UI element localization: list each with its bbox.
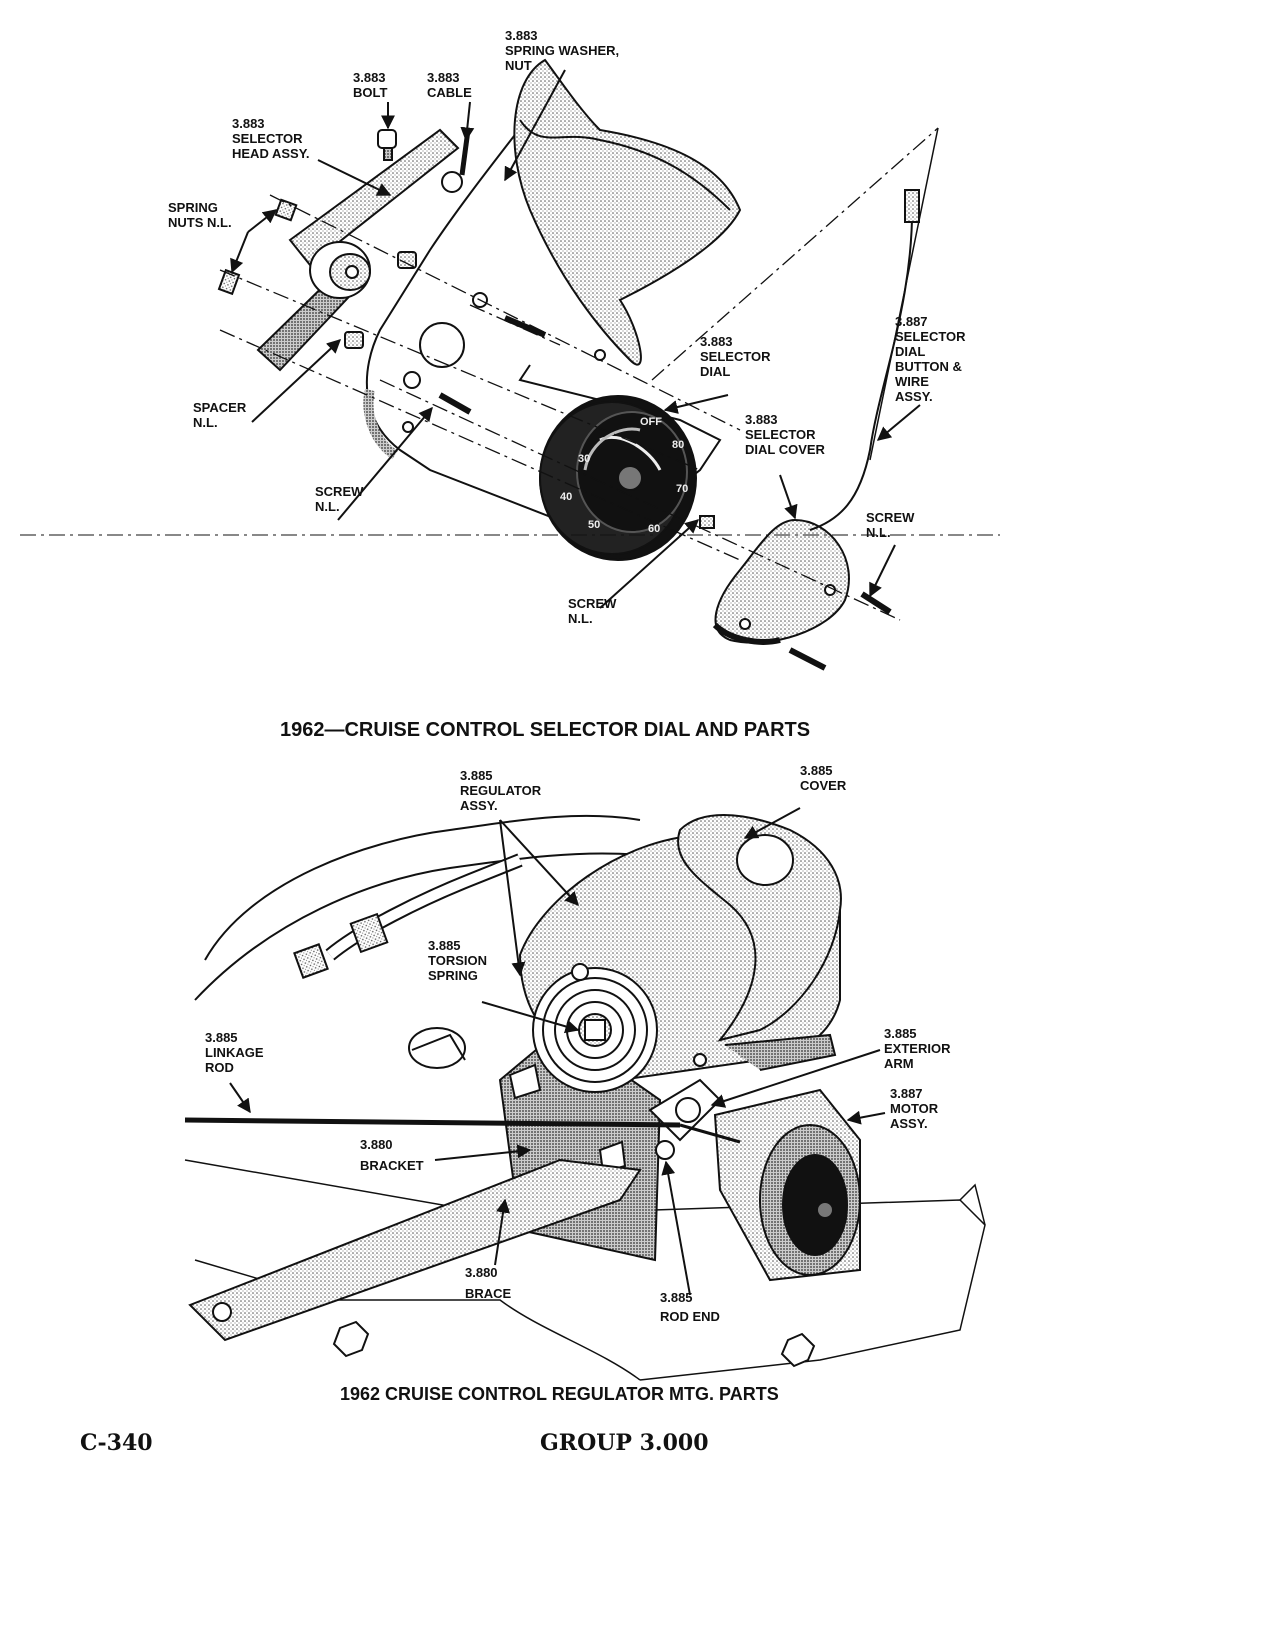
leader-brace [494, 1198, 511, 1266]
panel-hole [419, 322, 465, 368]
selector-dial-knob [539, 395, 697, 561]
regulator-brace [188, 1158, 642, 1342]
leader-regulator-a [499, 819, 579, 907]
selector-head-assy [288, 128, 460, 267]
figure1-caption: 1962—CRUISE CONTROL SELECTOR DIAL AND PA… [280, 719, 811, 741]
motor-assy [713, 1088, 861, 1282]
leader-motor [846, 1110, 886, 1125]
leader-cover [743, 807, 801, 839]
screw-cover-bottom [788, 647, 827, 671]
selector-button [904, 189, 920, 223]
torsion-spring [532, 967, 658, 1093]
spacer-upper [397, 251, 417, 269]
dial-mark: OFF [640, 416, 662, 428]
spacer-lower [344, 331, 364, 349]
selector-dial-figure: OFF 80 70 60 50 40 30 [20, 58, 1000, 671]
dial-mark: 40 [560, 491, 572, 503]
leader-linkage [229, 1082, 251, 1114]
regulator-cover [677, 814, 842, 1042]
linkage-rod [184, 1117, 681, 1128]
dial-mark: 60 [648, 523, 660, 535]
dial-mark: 30 [578, 453, 590, 465]
regulator-figure [184, 814, 986, 1381]
leader-exterior-arm [710, 1049, 881, 1108]
leader-bracket [434, 1144, 532, 1161]
dial-mark: 70 [676, 483, 688, 495]
screw-panel-left [438, 392, 472, 415]
selector-wire [809, 194, 914, 531]
leader-spacer [251, 339, 342, 423]
figure2-caption: 1962 CRUISE CONTROL REGULATOR MTG. PARTS [340, 1384, 779, 1404]
leader-button-wire [876, 404, 921, 441]
page-number: C-340 [80, 1430, 153, 1456]
leader-regulator-b [499, 819, 526, 977]
hex-bolt [332, 1320, 370, 1358]
rod-end [655, 1140, 675, 1160]
group-number: GROUP 3.000 [540, 1430, 709, 1456]
leader-rod-end [661, 1160, 691, 1296]
washer-nut [441, 171, 463, 193]
leader-dial-cover [779, 474, 798, 520]
screw-cover-right [860, 591, 892, 615]
leader-cable [460, 101, 475, 142]
screw-panel-upper [503, 315, 547, 338]
bolt-part [377, 129, 397, 161]
leader-spring-nut-b [230, 231, 249, 274]
dial-cover [714, 518, 850, 644]
leader-screw-right [869, 544, 896, 598]
hose-clamp [349, 912, 389, 954]
leader-torsion [481, 1001, 580, 1034]
leader-spring-nut-a [247, 209, 278, 233]
spring-nut-upper [274, 198, 298, 222]
leader-spring-washer [504, 69, 566, 182]
dial-mark: 80 [672, 439, 684, 451]
screw-small [699, 515, 715, 529]
leader-screw-bottom [599, 519, 700, 609]
leader-screw-left [337, 406, 433, 521]
dial-mark: 50 [588, 519, 600, 531]
leader-selector-dial [663, 394, 729, 414]
brace-bolt [212, 1302, 232, 1322]
dash-shroud [513, 58, 742, 366]
leader-selector-head [317, 159, 392, 196]
